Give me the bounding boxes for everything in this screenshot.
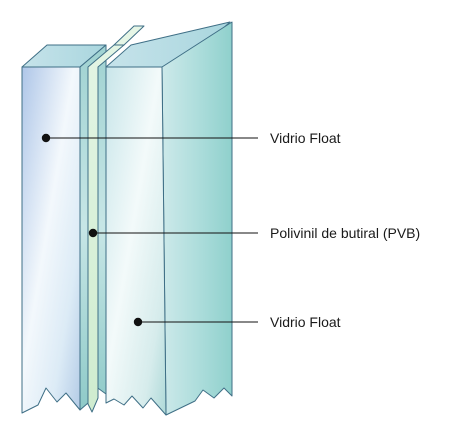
- left-glass-pane: [21, 44, 107, 414]
- right-glass-front-face: [105, 66, 167, 416]
- label-pvb: Polivinil de butiral (PVB): [270, 225, 420, 241]
- callout-dot-middle: [88, 228, 98, 238]
- callout-dot-top: [41, 133, 51, 143]
- label-top-glass: Vidrio Float: [270, 130, 341, 146]
- callout-top: Vidrio Float: [41, 130, 341, 146]
- callout-middle: Polivinil de butiral (PVB): [88, 225, 420, 241]
- label-bottom-glass: Vidrio Float: [270, 314, 341, 330]
- right-glass-side-face: [161, 21, 233, 416]
- callout-dot-bottom: [133, 317, 143, 327]
- left-glass-front-face: [21, 66, 81, 414]
- callout-bottom: Vidrio Float: [133, 314, 341, 330]
- pvb-film-top: [113, 25, 145, 46]
- right-glass-pane: [105, 21, 233, 416]
